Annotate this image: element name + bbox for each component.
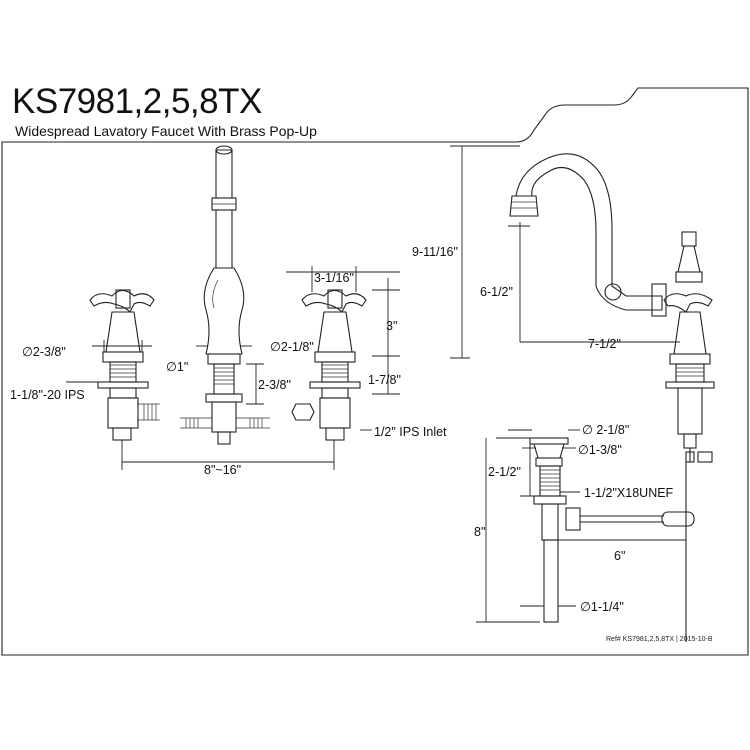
- front-dimension-lines: [66, 266, 400, 470]
- label-spout-reach: 7-1/2": [588, 337, 621, 351]
- label-spout-height: 6-1/2": [480, 285, 513, 299]
- label-ips-thread: 1-1/8"-20 IPS: [10, 388, 85, 402]
- frame-outline: [1, 87, 749, 656]
- label-tee-height: 2-3/8": [258, 378, 291, 392]
- right-handle-assembly: [291, 289, 367, 441]
- label-spout-base-diameter: ∅1": [166, 360, 188, 374]
- label-drain-total-length: 8": [474, 525, 485, 539]
- label-spread: 8"~16": [204, 463, 241, 477]
- label-handle-diameter: ∅2-3/8": [22, 345, 66, 359]
- side-dimension-lines: [450, 145, 680, 359]
- label-overall-height: 9-11/16": [412, 245, 458, 259]
- drain-dimension-lines: [476, 429, 686, 623]
- left-handle-assembly: [89, 289, 160, 441]
- page-subtitle: Widespread Lavatory Faucet With Brass Po…: [15, 123, 317, 139]
- side-spout-assembly: [509, 153, 715, 642]
- label-base-diameter: ∅2-1/8": [270, 340, 314, 354]
- label-tailpiece-diameter: ∅1-1/4": [580, 600, 624, 614]
- label-shank-length: 1-7/8": [368, 373, 401, 387]
- label-handle-width: 3-1/16": [314, 271, 354, 285]
- reference-code: Ref# KS7981,2,5,8TX | 2015-10-B: [606, 636, 713, 643]
- label-drain-flange-diameter: ∅ 2-1/8": [582, 423, 629, 437]
- popup-drain-assembly: [529, 437, 695, 623]
- spout-assembly: [180, 145, 270, 445]
- label-drain-body-diameter: ∅1-3/8": [578, 443, 622, 457]
- label-drain-upper-length: 2-1/2": [488, 465, 521, 479]
- label-drain-thread: 1-1/2"X18UNEF: [584, 486, 674, 500]
- label-ips-inlet: 1/2" IPS Inlet: [374, 425, 447, 439]
- label-pivot-rod-length: 6": [614, 549, 625, 563]
- label-handle-height: 3": [386, 319, 397, 333]
- page-title: KS7981,2,5,8TX: [12, 82, 262, 121]
